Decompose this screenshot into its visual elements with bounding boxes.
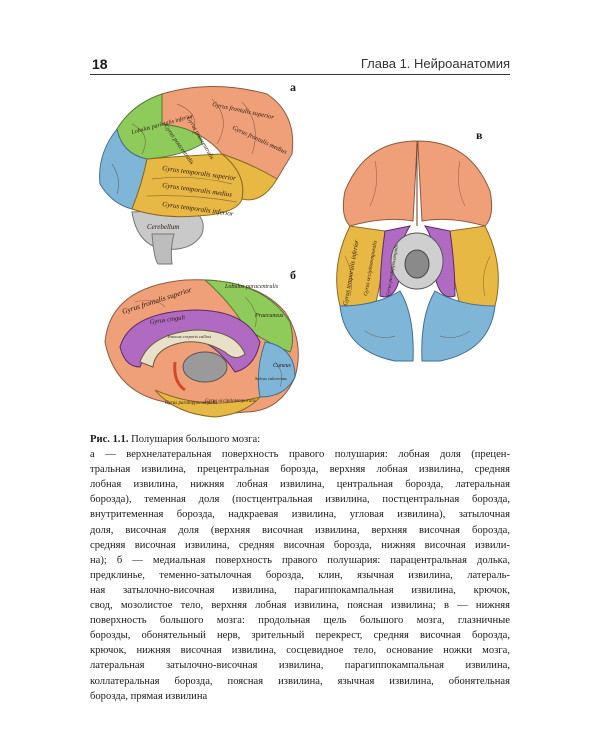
brain-lateral-view: Gyrus frontalis superior Gyrus frontalis… (99, 86, 294, 265)
figure-letter-a: а (290, 80, 296, 94)
figure-caption: Рис. 1.1. Полушария большого мозга: а — … (90, 432, 510, 704)
caption-line: внутритеменная борозда, надкраевая извил… (90, 509, 510, 521)
page-number: 18 (92, 56, 108, 72)
label-b-5: Cuneus (273, 363, 292, 369)
brain-inferior-view: Gyrus temporalis inferior Gyrus occipito… (336, 140, 499, 362)
caption-line: доля, височная доля (верхняя височная из… (90, 524, 510, 536)
caption-line: борозда), теменная доля (постцентральная… (90, 494, 510, 506)
caption-line: предклинье, теменно-затылочная борозда, … (90, 569, 510, 581)
label-b-3: Praecuneus (254, 313, 284, 319)
caption-line: ная затылочно-височная извилина, парагип… (90, 584, 510, 596)
label-b-8: Gyrus parahippocampalis (165, 401, 217, 406)
caption-line: поверхность большого мозга: продольная щ… (90, 615, 510, 627)
caption-line: борозда, прямая извилина (90, 690, 208, 702)
label-b-4: Truncus corporis callosi (167, 334, 212, 339)
label-b-2: Gyrus cinguli (149, 314, 185, 326)
figure-letter-b: б (290, 268, 296, 282)
caption-title: Рис. 1.1. (90, 434, 129, 445)
caption-line: латеральная затылочно-височная извилина,… (90, 660, 510, 672)
caption-line: свод, мозолистое тело, верхняя лобная из… (90, 600, 510, 612)
label-b-6: Sulcus calcarinus (255, 376, 287, 381)
label-a-8: Cerebellum (147, 223, 179, 231)
caption-line: крючок, нижняя височная извилина, сосцев… (90, 645, 510, 657)
caption-line: на); б — медиальная поверхность правого … (90, 554, 510, 566)
caption-line: средняя височная извилина, средняя височ… (90, 539, 510, 551)
caption-line: тральная извилина, прецентральная борозд… (90, 464, 510, 476)
figure-letter-v: в (476, 128, 483, 142)
brain-medial-view: Gyrus frontalis superior Lobulus paracen… (104, 279, 299, 418)
caption-line: лобная извилина, нижняя лобная извилина,… (90, 479, 510, 491)
caption-line: а — верхнелатеральная поверхность правог… (90, 449, 510, 461)
label-b-7: Gyrus occipitotemporalis (205, 399, 256, 404)
header-rule (90, 74, 510, 75)
caption-line: коллатеральная борозда, поясная извилина… (90, 675, 510, 687)
caption-line: борозды, обонятельный нерв, зрительный п… (90, 630, 510, 642)
running-head: Глава 1. Нейроанатомия (360, 56, 510, 71)
caption-title-rest: Полушария большого мозга: (128, 434, 261, 445)
label-b-1: Lobulus paracentralis (224, 284, 279, 290)
